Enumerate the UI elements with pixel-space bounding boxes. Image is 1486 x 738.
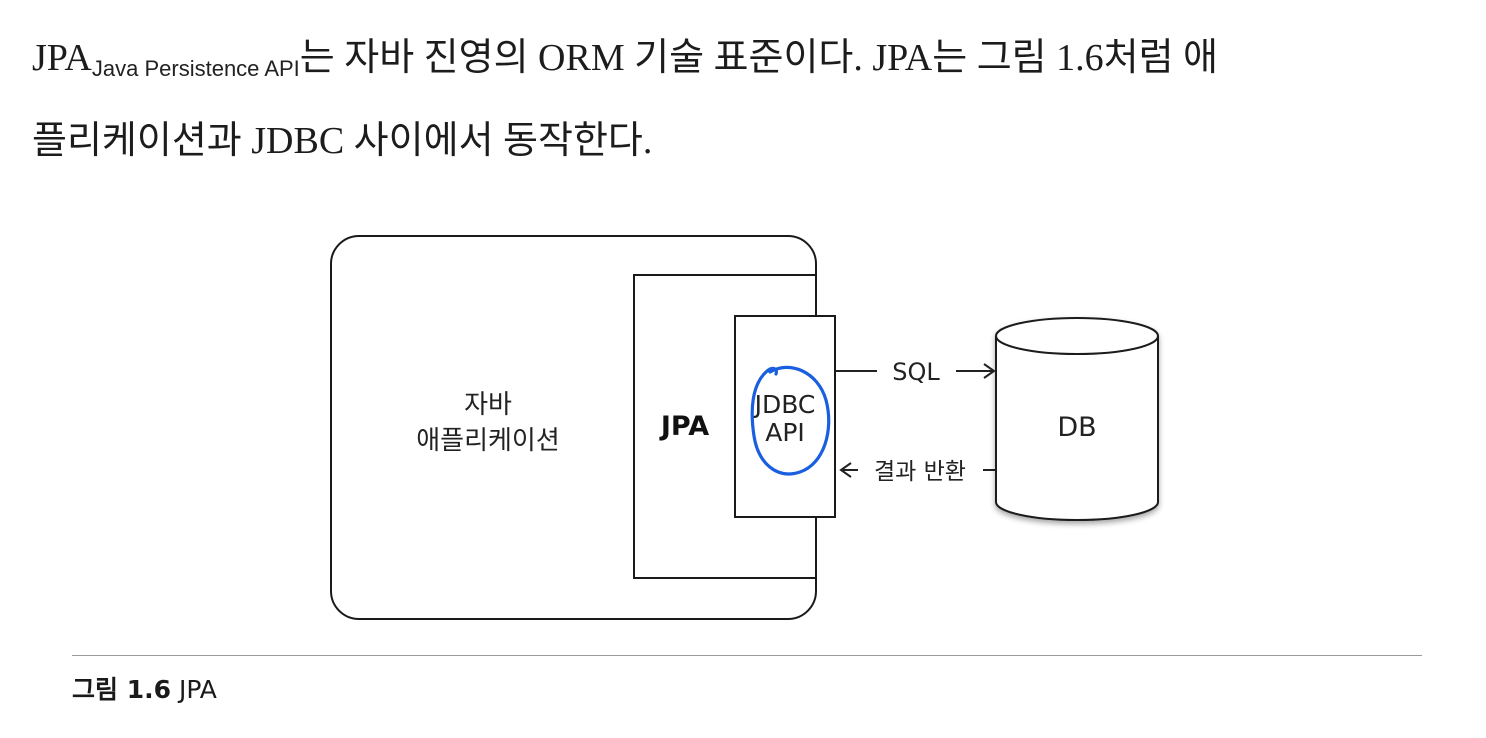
- paragraph-line-2: 플리케이션과 JDBC 사이에서 동작한다.: [32, 120, 653, 162]
- jpa-term: JPA: [32, 37, 92, 79]
- jdbc-label-line-1: JDBC: [753, 390, 816, 419]
- figure-caption: 그림 1.6 JPA: [72, 670, 217, 706]
- sql-arrow-head: [983, 363, 996, 379]
- jpa-label: JPA: [659, 411, 709, 442]
- db-label: DB: [1057, 412, 1096, 443]
- body-paragraph: JPAJava Persistence API는 자바 진영의 ORM 기술 표…: [32, 22, 1452, 177]
- caption-title: JPA: [178, 675, 217, 704]
- app-label-line-2: 애플리케이션: [416, 426, 560, 456]
- database-cylinder: [995, 317, 1159, 521]
- paragraph-line-1-text: 는 자바 진영의 ORM 기술 표준이다. JPA는 그림 1.6처럼 애: [299, 37, 1219, 79]
- hand-drawn-circle-annotation: [750, 365, 831, 476]
- caption-divider: [72, 655, 1422, 656]
- jpa-subscript: Java Persistence API: [91, 56, 300, 81]
- app-label-line-1: 자바: [464, 390, 512, 420]
- jdbc-label-line-2: API: [765, 418, 805, 447]
- paragraph-line-1: JPAJava Persistence API는 자바 진영의 ORM 기술 표…: [32, 22, 1452, 105]
- caption-number: 그림 1.6: [72, 675, 171, 704]
- sql-label: SQL: [892, 358, 940, 386]
- result-label: 결과 반환: [874, 459, 966, 485]
